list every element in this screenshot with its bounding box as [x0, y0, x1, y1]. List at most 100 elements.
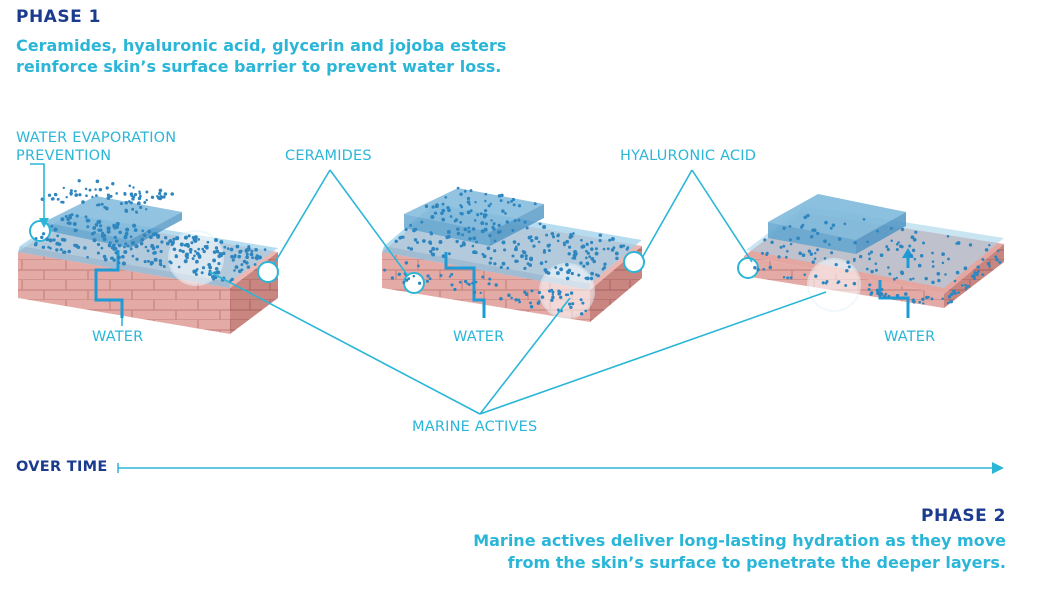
molecule-dot	[84, 215, 88, 219]
molecule-dot	[450, 283, 454, 287]
molecule-dot	[761, 251, 764, 255]
molecule-dot	[756, 268, 760, 272]
molecule-dot	[912, 237, 917, 242]
molecule-dot	[139, 241, 144, 246]
molecule-dot	[135, 211, 138, 214]
molecule-dot	[499, 297, 503, 301]
molecule-dot	[435, 203, 439, 208]
molecule-dot	[523, 266, 527, 271]
molecule-dot	[223, 245, 227, 249]
molecule-dot	[984, 248, 989, 252]
molecule-dot	[474, 280, 478, 284]
molecule-dot	[103, 257, 108, 262]
molecule-dot	[598, 239, 602, 243]
molecule-dot	[900, 227, 905, 232]
molecule-dot	[60, 217, 65, 222]
molecule-dot	[537, 300, 541, 303]
molecule-dot	[955, 242, 959, 245]
molecule-dot	[456, 231, 461, 236]
molecule-dot	[584, 256, 588, 260]
molecule-dot	[467, 226, 471, 230]
molecule-dot	[229, 247, 234, 252]
molecule-dot	[882, 294, 887, 299]
molecule-dot	[144, 208, 148, 211]
molecule-dot	[556, 239, 560, 243]
molecule-dot	[895, 276, 898, 280]
molecule-dot	[511, 229, 515, 232]
molecule-dot	[131, 241, 136, 245]
molecule-dot	[475, 240, 479, 244]
molecule-dot	[581, 244, 586, 249]
molecule-dot	[494, 283, 498, 287]
molecule-dot	[102, 233, 107, 238]
molecule-dot	[807, 249, 812, 253]
molecule-dot	[73, 243, 77, 248]
molecule-dot	[138, 190, 141, 193]
molecule-dot	[909, 253, 913, 258]
molecule-dot	[446, 230, 451, 234]
molecule-dot	[521, 249, 525, 253]
molecule-dot	[192, 269, 197, 274]
molecule-dot	[917, 263, 922, 268]
molecule-dot	[572, 232, 575, 235]
molecule-dot	[440, 211, 444, 215]
molecule-dot	[398, 236, 402, 240]
molecule-dot	[124, 242, 128, 246]
molecule-dot	[206, 240, 210, 244]
molecule-dot	[880, 292, 884, 296]
molecule-dot	[968, 243, 973, 247]
molecule-dot	[483, 208, 488, 213]
molecule-dot	[95, 194, 98, 197]
molecule-dot	[499, 199, 503, 203]
molecule-dot	[503, 248, 507, 252]
molecule-dot	[565, 262, 569, 267]
molecule-dot	[768, 265, 773, 270]
molecule-dot	[577, 273, 581, 277]
molecule-dot	[573, 256, 577, 260]
molecule-dot	[537, 240, 541, 244]
molecule-dot	[937, 278, 941, 283]
molecule-dot	[230, 254, 234, 259]
molecule-dot	[988, 264, 991, 268]
molecule-dot	[239, 249, 243, 253]
molecule-dot	[960, 284, 964, 287]
molecule-dot	[480, 229, 485, 234]
molecule-dot	[910, 235, 915, 240]
molecule-dot	[879, 253, 884, 258]
molecule-dot	[158, 259, 163, 263]
molecule-dot	[133, 192, 138, 197]
molecule-dot	[909, 278, 912, 281]
molecule-dot	[139, 205, 143, 210]
molecule-dot	[433, 211, 438, 215]
molecule-dot	[100, 202, 104, 206]
molecule-dot	[590, 240, 594, 245]
molecule-dot	[472, 236, 477, 241]
molecule-dot	[187, 234, 191, 238]
molecule-dot	[263, 248, 267, 251]
molecule-dot	[143, 260, 147, 264]
molecule-dot	[84, 187, 88, 191]
molecule-dot	[944, 273, 947, 276]
molecule-dot	[83, 246, 87, 250]
molecule-dot	[550, 232, 555, 236]
molecule-dot	[68, 214, 72, 218]
molecule-dot	[501, 261, 506, 266]
molecule-dot	[238, 269, 242, 274]
molecule-dot	[249, 252, 254, 257]
molecule-dot	[183, 243, 187, 247]
molecule-dot	[537, 290, 542, 295]
molecule-dot	[215, 249, 220, 254]
molecule-dot	[813, 251, 817, 255]
molecule-dot	[448, 275, 452, 278]
molecule-dot	[123, 249, 128, 255]
molecule-dot	[185, 255, 189, 260]
molecule-dot	[867, 252, 871, 256]
molecule-dot	[524, 257, 528, 261]
molecule-dot	[821, 281, 825, 285]
molecule-dot	[971, 274, 975, 278]
molecule-dot	[144, 245, 148, 249]
molecule-dot	[867, 287, 871, 292]
molecule-dot	[430, 252, 434, 256]
molecule-dot	[97, 203, 101, 207]
molecule-dot	[895, 293, 900, 298]
